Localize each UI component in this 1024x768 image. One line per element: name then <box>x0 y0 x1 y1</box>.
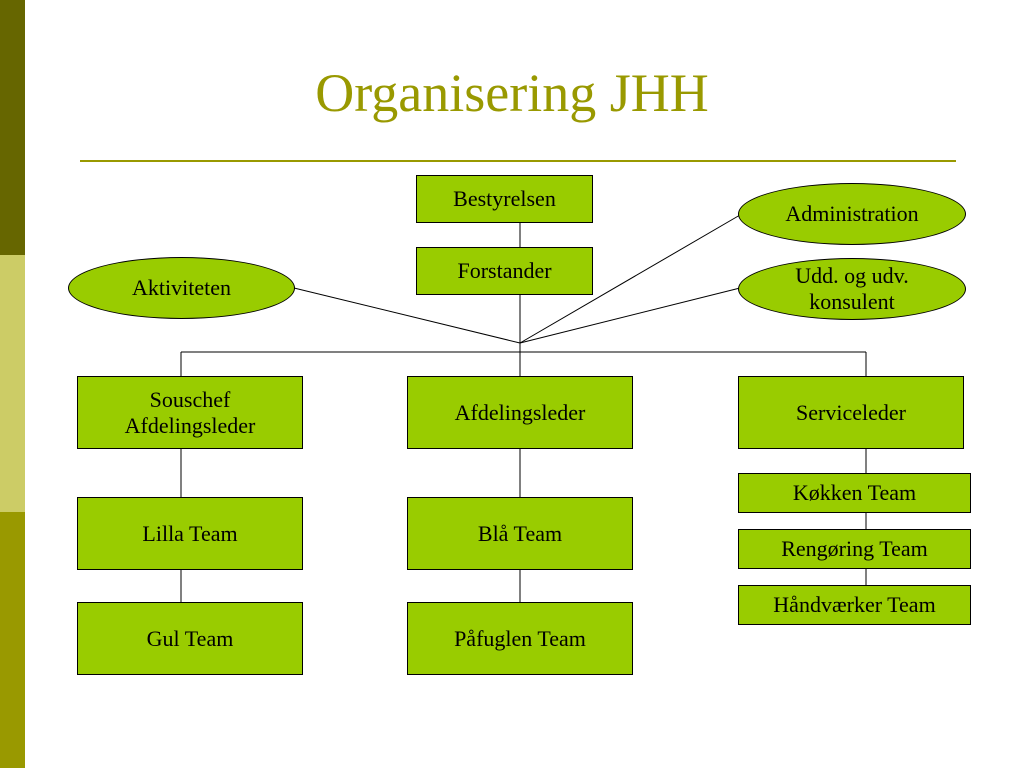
node-aktiviteten: Aktiviteten <box>68 257 295 319</box>
node-bestyrelsen: Bestyrelsen <box>416 175 593 223</box>
node-rengoering-team: Rengøring Team <box>738 529 971 569</box>
node-label: Aktiviteten <box>132 275 231 300</box>
node-label: Forstander <box>457 258 552 283</box>
node-haandvaerker-team: Håndværker Team <box>738 585 971 625</box>
node-label: Administration <box>785 201 919 226</box>
line-udd-hub <box>519 287 741 344</box>
node-blaa-team: Blå Team <box>407 497 633 570</box>
line-administration-hub <box>519 214 741 344</box>
node-forstander: Forstander <box>416 247 593 295</box>
slide-title: Organisering JHH <box>315 63 709 123</box>
node-label: Udd. og udv. konsulent <box>795 263 909 314</box>
node-afdelingsleder: Afdelingsleder <box>407 376 633 449</box>
node-souschef-afdelingsleder: Souschef Afdelingsleder <box>77 376 303 449</box>
node-label: Håndværker Team <box>773 592 936 617</box>
node-koekken-team: Køkken Team <box>738 473 971 513</box>
node-label: Påfuglen Team <box>454 625 586 651</box>
node-label: Bestyrelsen <box>453 186 556 211</box>
side-bar-top <box>0 0 25 255</box>
node-label: Lilla Team <box>142 520 238 546</box>
node-label: Gul Team <box>146 625 234 651</box>
node-label: Blå Team <box>477 520 563 546</box>
side-bar-middle <box>0 255 25 512</box>
line-aktiviteten-hub <box>293 287 521 344</box>
node-paafuglen-team: Påfuglen Team <box>407 602 633 675</box>
node-label: Afdelingsleder <box>454 399 586 425</box>
node-lilla-team: Lilla Team <box>77 497 303 570</box>
node-gul-team: Gul Team <box>77 602 303 675</box>
node-label: Serviceleder <box>796 399 906 425</box>
node-administration: Administration <box>738 183 966 245</box>
node-udd-konsulent: Udd. og udv. konsulent <box>738 258 966 320</box>
node-label: Køkken Team <box>792 480 917 505</box>
side-bar-bottom <box>0 512 25 768</box>
node-label: Souschef Afdelingsleder <box>124 386 256 438</box>
node-label: Rengøring Team <box>781 536 928 561</box>
node-serviceleder: Serviceleder <box>738 376 964 449</box>
title-divider <box>80 160 956 162</box>
